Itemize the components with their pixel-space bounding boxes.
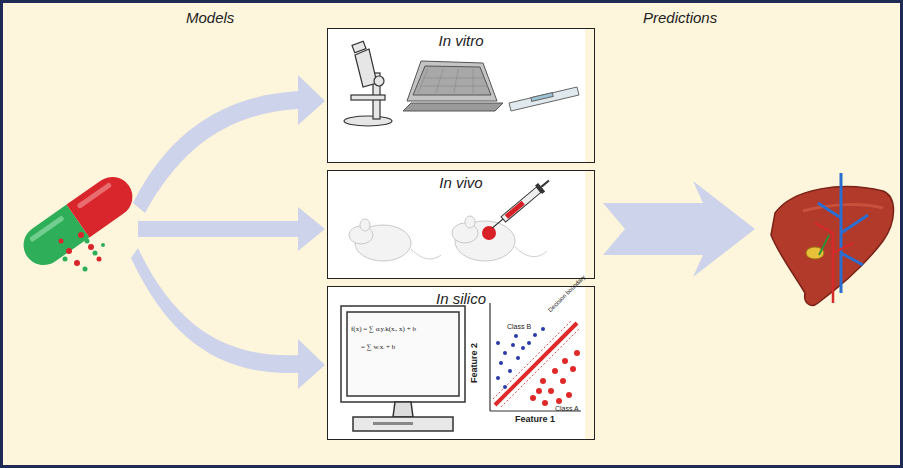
formula-text: f(x) = ∑ αᵢyᵢk(xᵢ, x) + b	[351, 325, 416, 333]
box-heading: In vitro	[328, 32, 594, 49]
column-title: Predictions	[643, 9, 717, 26]
box-heading: In vivo	[328, 174, 594, 191]
model-box: In vitro	[327, 28, 595, 163]
class-label: Class A	[555, 405, 579, 412]
axis-label: Feature 1	[515, 414, 555, 424]
formula-text: = ∑ wᵢxᵢ + b	[361, 343, 395, 351]
model-box: In vivo	[327, 170, 595, 279]
illustration	[3, 3, 900, 465]
background-panel: In vitroIn vivoIn silicoModelsPrediction…	[3, 3, 900, 465]
class-label: Class B	[507, 323, 531, 330]
axis-label: Feature 2	[469, 343, 479, 383]
column-title: Models	[186, 9, 234, 26]
